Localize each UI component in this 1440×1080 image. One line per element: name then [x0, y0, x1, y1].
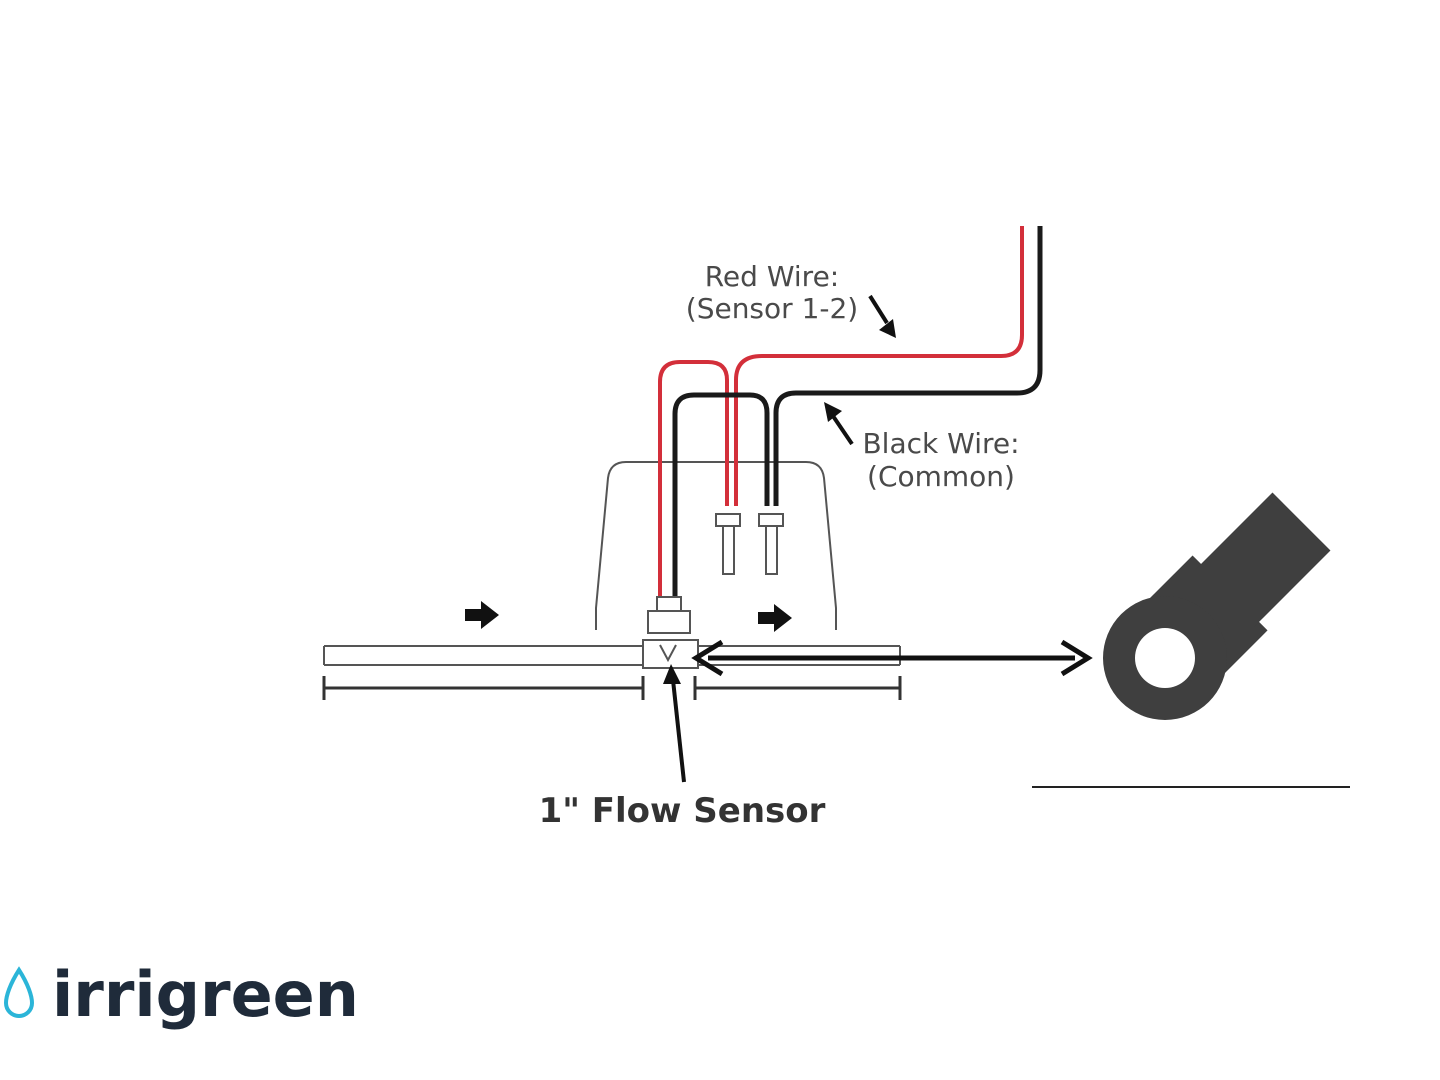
flow-sensor-fitting [643, 597, 698, 668]
flow-sensor-pointer [663, 664, 684, 782]
arrow-right-icon [465, 601, 499, 629]
water-drop-icon [6, 970, 32, 1016]
brand-name: irrigreen [52, 958, 359, 1031]
pipe-dimension-lines [324, 676, 900, 700]
red-wire-callout-arrow [870, 296, 896, 338]
black-wire-label-subtitle: (Common) [867, 460, 1015, 493]
terminal-posts [716, 514, 783, 574]
black-wire-label-title: Black Wire: [862, 427, 1019, 460]
sensor-housing [596, 462, 836, 630]
brand-logo: irrigreen [6, 958, 359, 1031]
black-wire-callout-arrow [824, 402, 852, 444]
ring-terminal-icon [1077, 478, 1345, 746]
red-wire-label-title: Red Wire: [705, 260, 840, 293]
flow-sensor-label: 1" Flow Sensor [539, 791, 826, 831]
red-wire-label-subtitle: (Sensor 1-2) [686, 292, 858, 325]
arrow-right-icon [758, 604, 792, 632]
